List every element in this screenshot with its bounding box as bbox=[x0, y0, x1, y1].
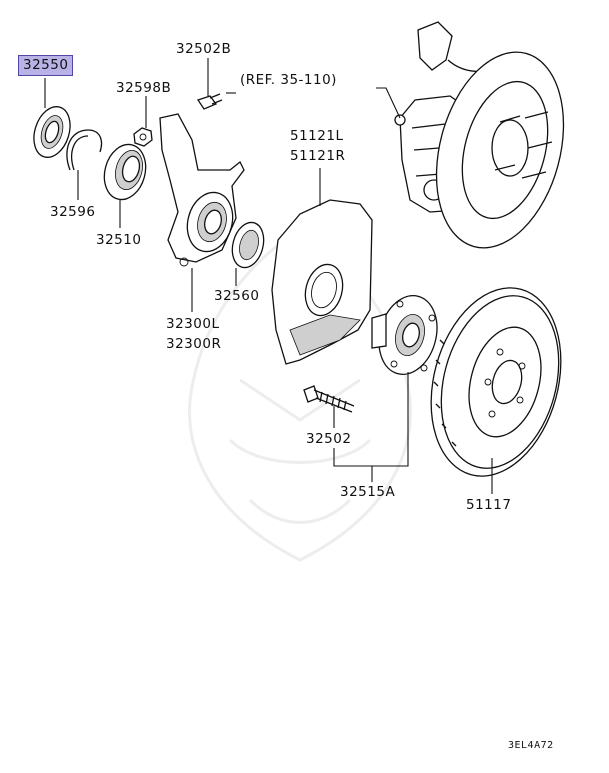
bearing-32510 bbox=[103, 143, 147, 201]
leader-lines bbox=[44, 58, 493, 494]
part-label-32515A[interactable]: 32515A bbox=[340, 484, 396, 500]
part-label-51121L[interactable]: 51121L bbox=[290, 128, 344, 144]
part-label-32300L[interactable]: 32300L bbox=[166, 316, 220, 332]
hub-32515A bbox=[371, 295, 438, 375]
part-label-32596[interactable]: 32596 bbox=[50, 204, 96, 220]
dust-seal-32560 bbox=[231, 221, 265, 269]
part-label-51117[interactable]: 51117 bbox=[466, 497, 512, 513]
part-label-51121R[interactable]: 51121R bbox=[290, 148, 346, 164]
part-label-32598B[interactable]: 32598B bbox=[116, 80, 172, 96]
part-label-32502B[interactable]: 32502B bbox=[176, 41, 232, 57]
part-label-32502[interactable]: 32502 bbox=[306, 431, 352, 447]
snap-ring-32596 bbox=[66, 129, 103, 171]
part-label-32510[interactable]: 32510 bbox=[96, 232, 142, 248]
diagram-code: 3EL4A72 bbox=[508, 740, 554, 751]
rotor-assembly-ref bbox=[435, 51, 565, 249]
part-label-32300R[interactable]: 32300R bbox=[166, 336, 222, 352]
bolt-32502B bbox=[196, 93, 223, 110]
oil-seal-32550 bbox=[33, 106, 71, 158]
nut-32598B bbox=[133, 127, 153, 147]
knuckle-32300 bbox=[159, 113, 245, 267]
brake-disc-51117 bbox=[430, 287, 562, 477]
ref-label[interactable]: (REF. 35-110) bbox=[240, 72, 337, 88]
hub-bolt-32502 bbox=[303, 385, 355, 413]
part-label-32550[interactable]: 32550 bbox=[18, 55, 74, 76]
dust-cover-51121 bbox=[271, 199, 373, 365]
part-label-32560[interactable]: 32560 bbox=[214, 288, 260, 304]
